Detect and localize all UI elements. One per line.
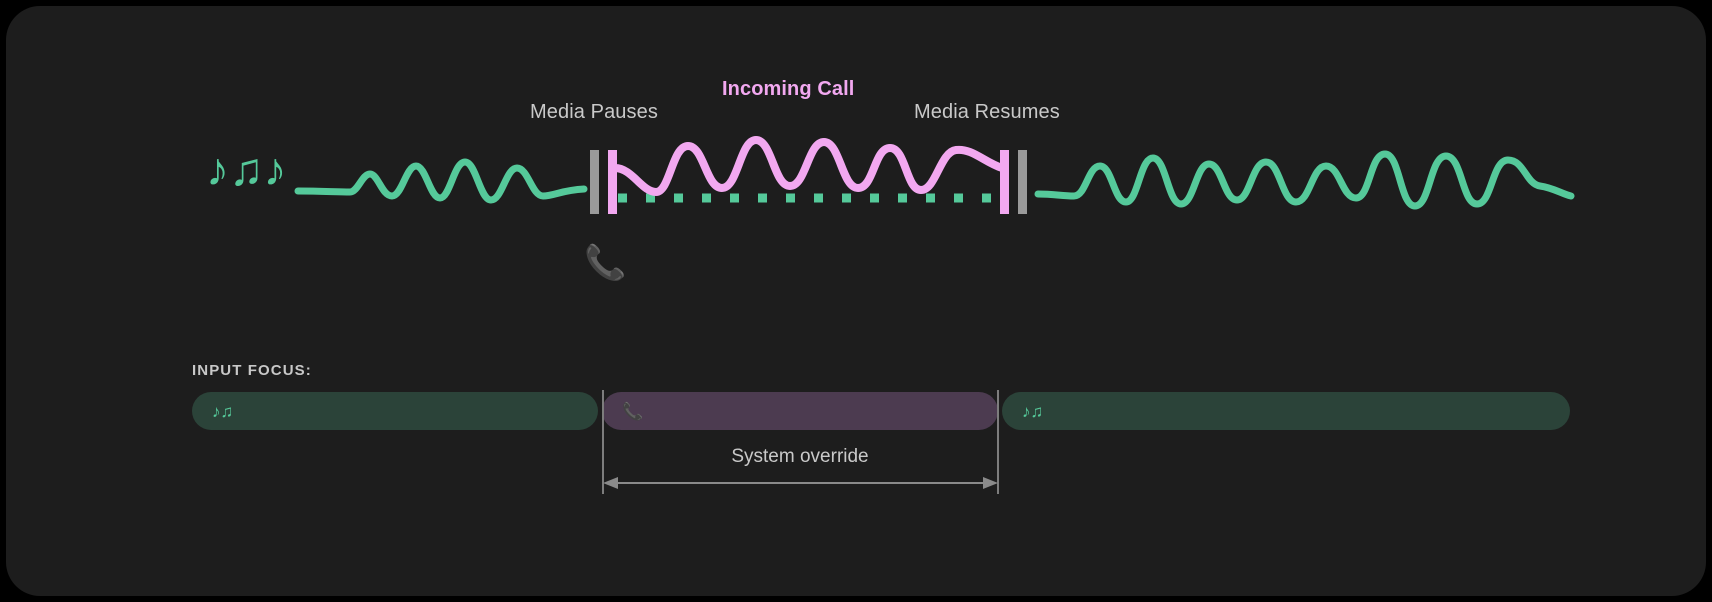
phone-handset-icon: 📞: [584, 244, 627, 282]
focus-bar-media-before[interactable]: ♪♫: [192, 392, 598, 430]
music-notes-icon: ♪♫: [212, 401, 234, 421]
waveform-incoming-call: [611, 136, 1006, 196]
system-override-label: System override: [731, 446, 869, 467]
bracket-arrow-left: [603, 477, 618, 489]
music-notes-icon: ♪♫♪: [206, 143, 287, 195]
bracket-arrow-right: [983, 477, 998, 489]
label-incoming-call: Incoming Call: [722, 78, 855, 100]
label-media-pauses: Media Pauses: [530, 101, 658, 123]
music-notes-icon: ♪♫: [1022, 401, 1044, 421]
pause-marker-gray: [590, 150, 599, 214]
pause-marker-pink: [608, 150, 617, 214]
waveform-media-before: [294, 158, 588, 204]
resume-marker-gray: [1018, 150, 1027, 214]
audio-timeline: Media Pauses Incoming Call Media Resumes…: [6, 6, 1706, 326]
override-bracket: [602, 390, 999, 494]
resume-marker-pink: [1000, 150, 1009, 214]
focus-bar-media-after[interactable]: ♪♫: [1002, 392, 1570, 430]
input-focus-title: INPUT FOCUS:: [192, 362, 312, 379]
label-media-resumes: Media Resumes: [914, 101, 1060, 123]
waveform-media-after: [1034, 150, 1575, 210]
illustration-panel: Media Pauses Incoming Call Media Resumes…: [6, 6, 1706, 596]
focus-bar-call[interactable]: 📞: [602, 392, 998, 430]
phone-handset-icon: 📞: [622, 401, 644, 421]
input-focus-section: INPUT FOCUS: ♪♫ 📞 ♪♫ System override: [6, 346, 1706, 596]
waveform-svg: [294, 136, 1575, 214]
